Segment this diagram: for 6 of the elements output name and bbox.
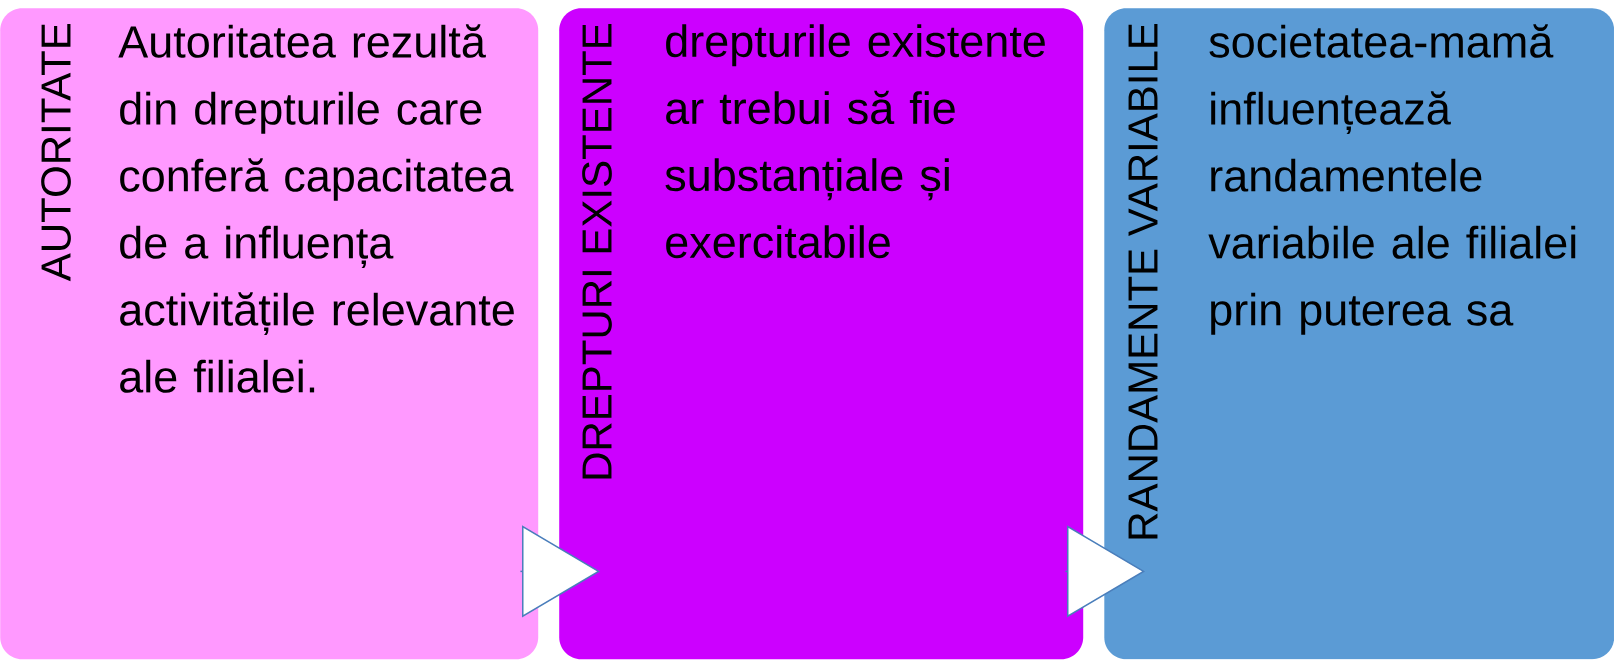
body-text: Autoritatea rezultă din drepturile care conferă capacitatea de a influența activitățile relevante ale filialei. [118, 24, 514, 393]
vertical-heading: AUTORITATE [41, 23, 71, 282]
body-text: drepturile existente ar trebui să fie substanțiale și exercitabile [665, 24, 1045, 259]
vertical-heading: DREPTURI EXISTENTE [582, 24, 612, 479]
body-text: societatea-mamă influențează randamentele variabile ale filialei prin puterea sa [1208, 24, 1576, 335]
vertical-heading: RANDAMENTE VARIABILE [1128, 24, 1158, 539]
